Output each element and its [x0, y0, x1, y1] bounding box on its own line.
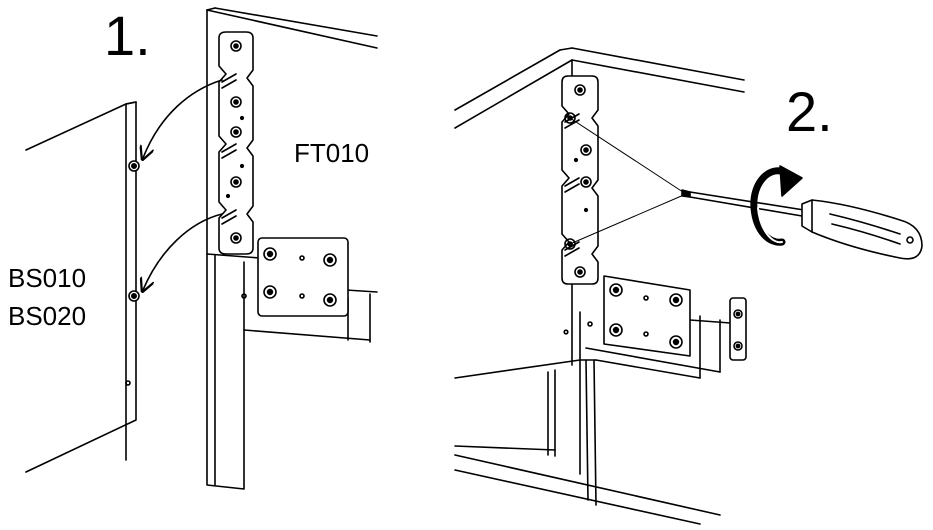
side-board [26, 102, 136, 472]
guide-line [570, 118, 686, 194]
bracket-plate [604, 276, 690, 356]
cam-bolt [129, 161, 139, 171]
curved-arrow-icon [143, 214, 222, 290]
guide-line [570, 194, 686, 244]
curved-arrow-icon [143, 80, 222, 158]
assembled-frame [455, 48, 746, 524]
cam-bolt [129, 291, 139, 301]
part-label-fitting: FT010 [294, 138, 370, 168]
rotate-clockwise-icon [754, 166, 802, 242]
part-label-side-board-b: BS020 [8, 301, 87, 331]
step-2-illustration [455, 48, 922, 524]
fitting-plate [562, 76, 598, 284]
step-1-illustration [26, 8, 377, 489]
step-number-1: 1. [104, 4, 151, 67]
bracket-plate [258, 238, 348, 316]
fitting-plate [219, 32, 253, 254]
part-label-side-board-a: BS010 [8, 263, 87, 293]
step-number-2: 2. [786, 80, 833, 143]
screwdriver-icon [682, 190, 922, 259]
headboard-panel [207, 8, 377, 489]
